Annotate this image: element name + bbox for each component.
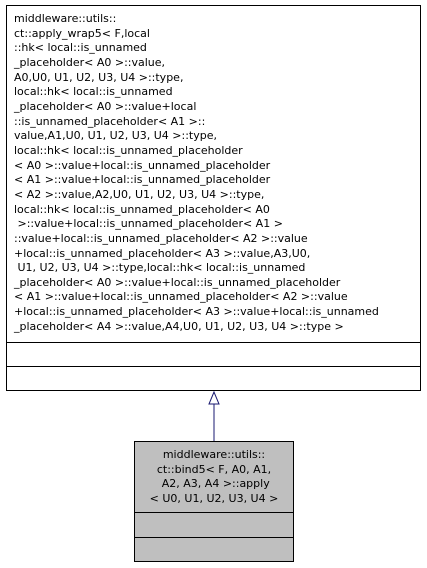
derived-class-name-line: A2, A3, A4 >::apply	[158, 477, 270, 491]
derived-class-name-line: ct::bind5< F, A0, A1,	[156, 462, 272, 476]
base-class-name-line: < A0 >::value+local::is_unnamed_placehol…	[14, 158, 271, 172]
derived-class-name-line: < U0, U1, U2, U3, U4 >	[149, 491, 279, 505]
base-class-methods-section	[7, 366, 420, 390]
derived-class-name: middleware::utils:: ct::bind5< F, A0, A1…	[135, 442, 293, 512]
base-class-name-line: ::value+local::is_unnamed_placeholder< A…	[14, 231, 308, 245]
derived-class-name-line: middleware::utils::	[162, 448, 266, 461]
base-class-name-line: _placeholder< A4 >::value,A4,U0, U1, U2,…	[14, 319, 344, 333]
base-class-name-line: _placeholder< A0 >::value,	[14, 55, 166, 69]
base-class-name-line: local::hk< local::is_unnamed_placeholder	[14, 143, 243, 157]
base-class-name-line: _placeholder< A0 >::value+local::is_unna…	[14, 275, 341, 289]
base-class-name-line: local::hk< local::is_unnamed_placeholder…	[14, 202, 270, 216]
base-class-name-line: A0,U0, U1, U2, U3, U4 >::type,	[14, 70, 184, 84]
base-class-name-line: value,A1,U0, U1, U2, U3, U4 >::type,	[14, 129, 217, 143]
base-class-node[interactable]: middleware::utils:: ct::apply_wrap5< F,l…	[6, 5, 421, 391]
base-class-name: middleware::utils:: ct::apply_wrap5< F,l…	[7, 6, 420, 342]
base-class-name-line: U1, U2, U3, U4 >::type,local::hk< local:…	[14, 261, 306, 275]
inheritance-arrowhead-icon	[208, 390, 220, 405]
base-class-name-line: >::value+local::is_unnamed_placeholder< …	[14, 217, 283, 231]
base-class-attributes-section	[7, 342, 420, 366]
base-class-name-line: < A1 >::value+local::is_unnamed_placehol…	[14, 173, 271, 187]
base-class-name-line: < A2 >::value,A2,U0, U1, U2, U3, U4 >::t…	[14, 187, 265, 201]
base-class-name-line: ::is_unnamed_placeholder< A1 >::	[14, 114, 206, 128]
base-class-name-line: middleware::utils::	[14, 12, 117, 25]
base-class-name-line: local::hk< local::is_unnamed	[14, 85, 173, 99]
base-class-name-line: < A1 >::value+local::is_unnamed_placehol…	[14, 290, 348, 304]
base-class-name-line: +local::is_unnamed_placeholder< A3 >::va…	[14, 246, 311, 260]
base-class-name-line: _placeholder< A0 >::value+local	[14, 99, 197, 113]
base-class-name-line: ct::apply_wrap5< F,local	[14, 26, 150, 40]
base-class-name-line: ::hk< local::is_unnamed	[14, 41, 147, 55]
base-class-name-line: +local::is_unnamed_placeholder< A3 >::va…	[14, 305, 379, 319]
derived-class-attributes-section	[135, 512, 293, 537]
derived-class-methods-section	[135, 537, 293, 562]
derived-class-node[interactable]: middleware::utils:: ct::bind5< F, A0, A1…	[134, 441, 294, 562]
